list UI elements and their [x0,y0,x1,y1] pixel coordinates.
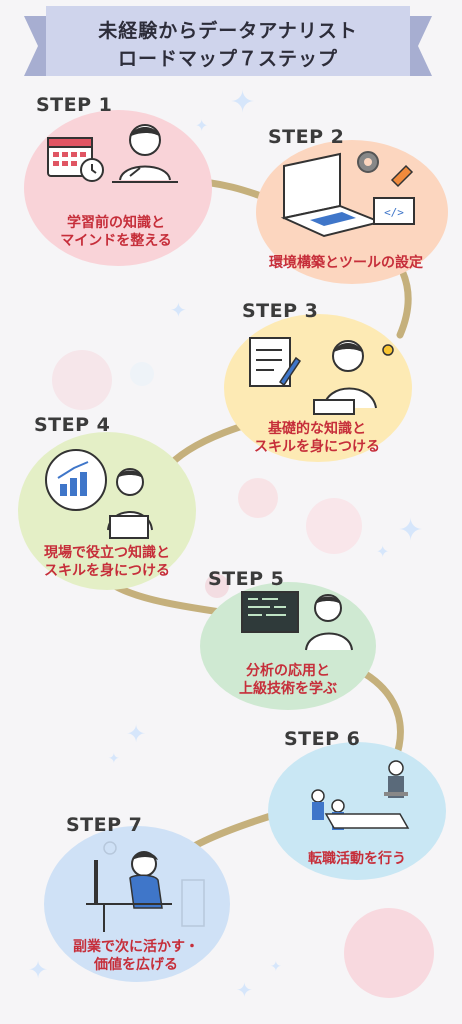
step-2-caption-line-1: 環境構築とツールの設定 [269,255,423,271]
background-circle [344,908,434,998]
step-4-label: STEP 4 [34,414,111,436]
svg-text:</>: </> [384,206,404,219]
step-4-caption: 現場で役立つ知識と スキルを身につける [18,544,196,580]
step-6-label: STEP 6 [284,728,361,750]
step-6-blob [268,742,446,880]
laptop-gear-wrench-icon: </> [280,151,415,238]
step-1-caption-line-1: 学習前の知識と [67,215,165,231]
title-line-1: 未経験からデータアナリスト [98,20,358,42]
monitor-code-icon [241,591,353,651]
step-1-caption-line-2: マインドを整える [60,233,172,249]
step-6-caption-line-1: 転職活動を行う [308,851,406,867]
background-circle [238,478,278,518]
calendar-clock-icon [47,137,104,182]
interview-icon [311,760,410,830]
step-6-caption: 転職活動を行う [268,850,446,868]
step-4-caption-line-1: 現場で役立つ知識と [44,545,170,561]
background-circle [52,350,112,410]
sparkle-icon: ✦ [108,751,120,767]
step-7-label: STEP 7 [66,814,143,836]
student-writing-icon [112,124,178,183]
title-line-2: ロードマップ７ステップ [117,48,338,70]
sparkle-icon: ✦ [170,298,187,322]
step-2-caption: 環境構築とツールの設定 [236,254,456,272]
background-circle [130,362,154,386]
background-circle [306,498,362,554]
step-1-blob [24,110,212,266]
step-4-blob [18,432,196,590]
title-banner: 未経験からデータアナリスト ロードマップ７ステップ [46,6,410,76]
step-2-label: STEP 2 [268,126,345,148]
step-3-label: STEP 3 [242,300,319,322]
sparkle-icon: ✦ [270,959,282,975]
step-1-label: STEP 1 [36,94,113,116]
step-1-caption: 学習前の知識と マインドを整える [36,214,196,250]
step-3-caption-line-2: スキルを身につける [254,439,380,455]
sparkle-icon: ✦ [398,513,424,548]
step-7-caption: 副業で次に活かす・ 価値を広げる [46,938,226,974]
sparkle-icon: ✦ [236,978,253,1002]
step-3-caption: 基礎的な知識と スキルを身につける [222,420,412,456]
chart-bubble-icon [45,449,153,539]
desk-work-icon [86,841,205,932]
step-3-caption-line-1: 基礎的な知識と [268,421,366,437]
step-5-label: STEP 5 [208,568,285,590]
step-5-caption: 分析の応用と 上級技術を学ぶ [200,662,376,698]
sparkle-icon: ✦ [230,85,256,120]
background-circle [205,574,229,598]
step-4-caption-line-2: スキルを身につける [44,563,170,579]
step-7-caption-line-1: 副業で次に活かす・ [73,939,199,955]
step-5-caption-line-2: 上級技術を学ぶ [239,681,337,697]
sparkle-icon: ✦ [376,542,390,561]
notebook-pen-icon [249,337,394,415]
sparkle-icon: ✦ [28,956,49,984]
sparkle-icon: ✦ [126,720,147,748]
step-5-caption-line-1: 分析の応用と [246,663,330,679]
step-7-caption-line-2: 価値を広げる [94,957,178,973]
sparkle-icon: ✦ [195,116,209,135]
